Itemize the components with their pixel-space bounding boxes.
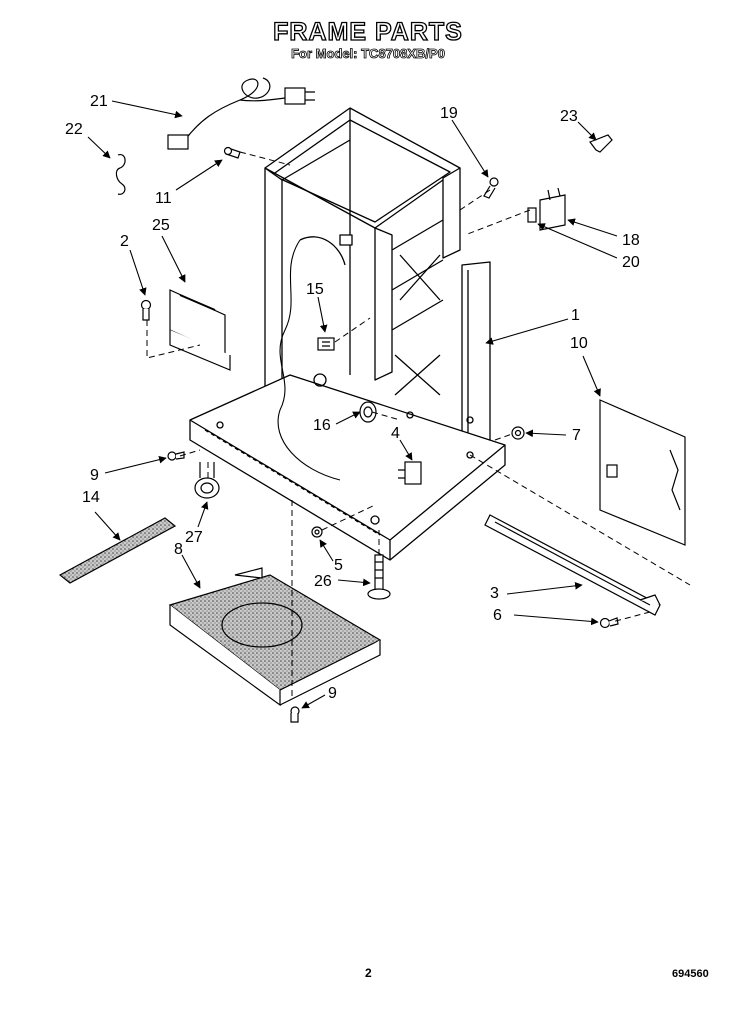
callout-10: 10 [570, 335, 588, 352]
callout-15: 15 [306, 281, 324, 298]
callout-18: 18 [622, 232, 640, 249]
screw-part-9-lower [290, 706, 300, 723]
rail-part-3 [484, 514, 661, 616]
nut-part-5 [311, 526, 323, 538]
model-subtitle: For Model: TC8708XB/P0 [291, 46, 446, 62]
leveling-leg-part-26 [367, 554, 391, 600]
bracket-parts-18-20 [527, 187, 566, 231]
screw-part-2 [140, 299, 152, 321]
gasket-strip-part-14 [58, 517, 177, 584]
callout-5: 5 [334, 557, 343, 574]
main-frame-part-1 [189, 107, 506, 561]
leader-arrows [87, 100, 618, 709]
callout-27: 27 [185, 529, 203, 546]
callout-4: 4 [391, 425, 400, 442]
callout-22: 22 [65, 121, 83, 138]
page-title: FRAME PARTS [272, 17, 463, 46]
callout-6: 6 [493, 607, 502, 624]
nut-part-7 [511, 426, 525, 440]
callout-20: 20 [622, 254, 640, 271]
power-cord-part-21 [167, 77, 315, 150]
screw-part-6 [599, 617, 619, 629]
callout-26: 26 [314, 573, 332, 590]
callout-9-upper: 9 [90, 467, 99, 484]
callout-labels: 21 22 11 2 25 19 23 18 20 15 1 10 16 4 7… [65, 93, 640, 702]
bracket-part-25 [169, 289, 231, 371]
base-pan-part-8 [168, 567, 382, 707]
callout-19: 19 [440, 105, 458, 122]
callout-25: 25 [152, 217, 170, 234]
wire-clip-part-22 [115, 153, 126, 195]
callout-21: 21 [90, 93, 108, 110]
screw-part-19 [483, 177, 499, 199]
assembly-lines [146, 151, 691, 700]
switch-part-4 [398, 461, 422, 485]
callout-11: 11 [155, 190, 172, 207]
callout-23: 23 [560, 108, 578, 125]
clip-part-23 [589, 134, 613, 153]
page-number: 2 [365, 966, 372, 980]
callout-16: 16 [313, 417, 331, 434]
panel-part-10 [599, 399, 686, 546]
callout-14: 14 [82, 489, 100, 506]
callout-1: 1 [571, 307, 580, 324]
callout-8: 8 [174, 541, 183, 558]
callout-3: 3 [490, 585, 499, 602]
callout-2: 2 [120, 233, 129, 250]
callout-7: 7 [572, 427, 581, 444]
drawing-number: 694560 [672, 968, 709, 980]
connector-part-15 [317, 337, 335, 351]
caster-part-27 [194, 462, 220, 499]
callout-9-lower: 9 [328, 685, 337, 702]
screw-part-11 [223, 146, 241, 159]
